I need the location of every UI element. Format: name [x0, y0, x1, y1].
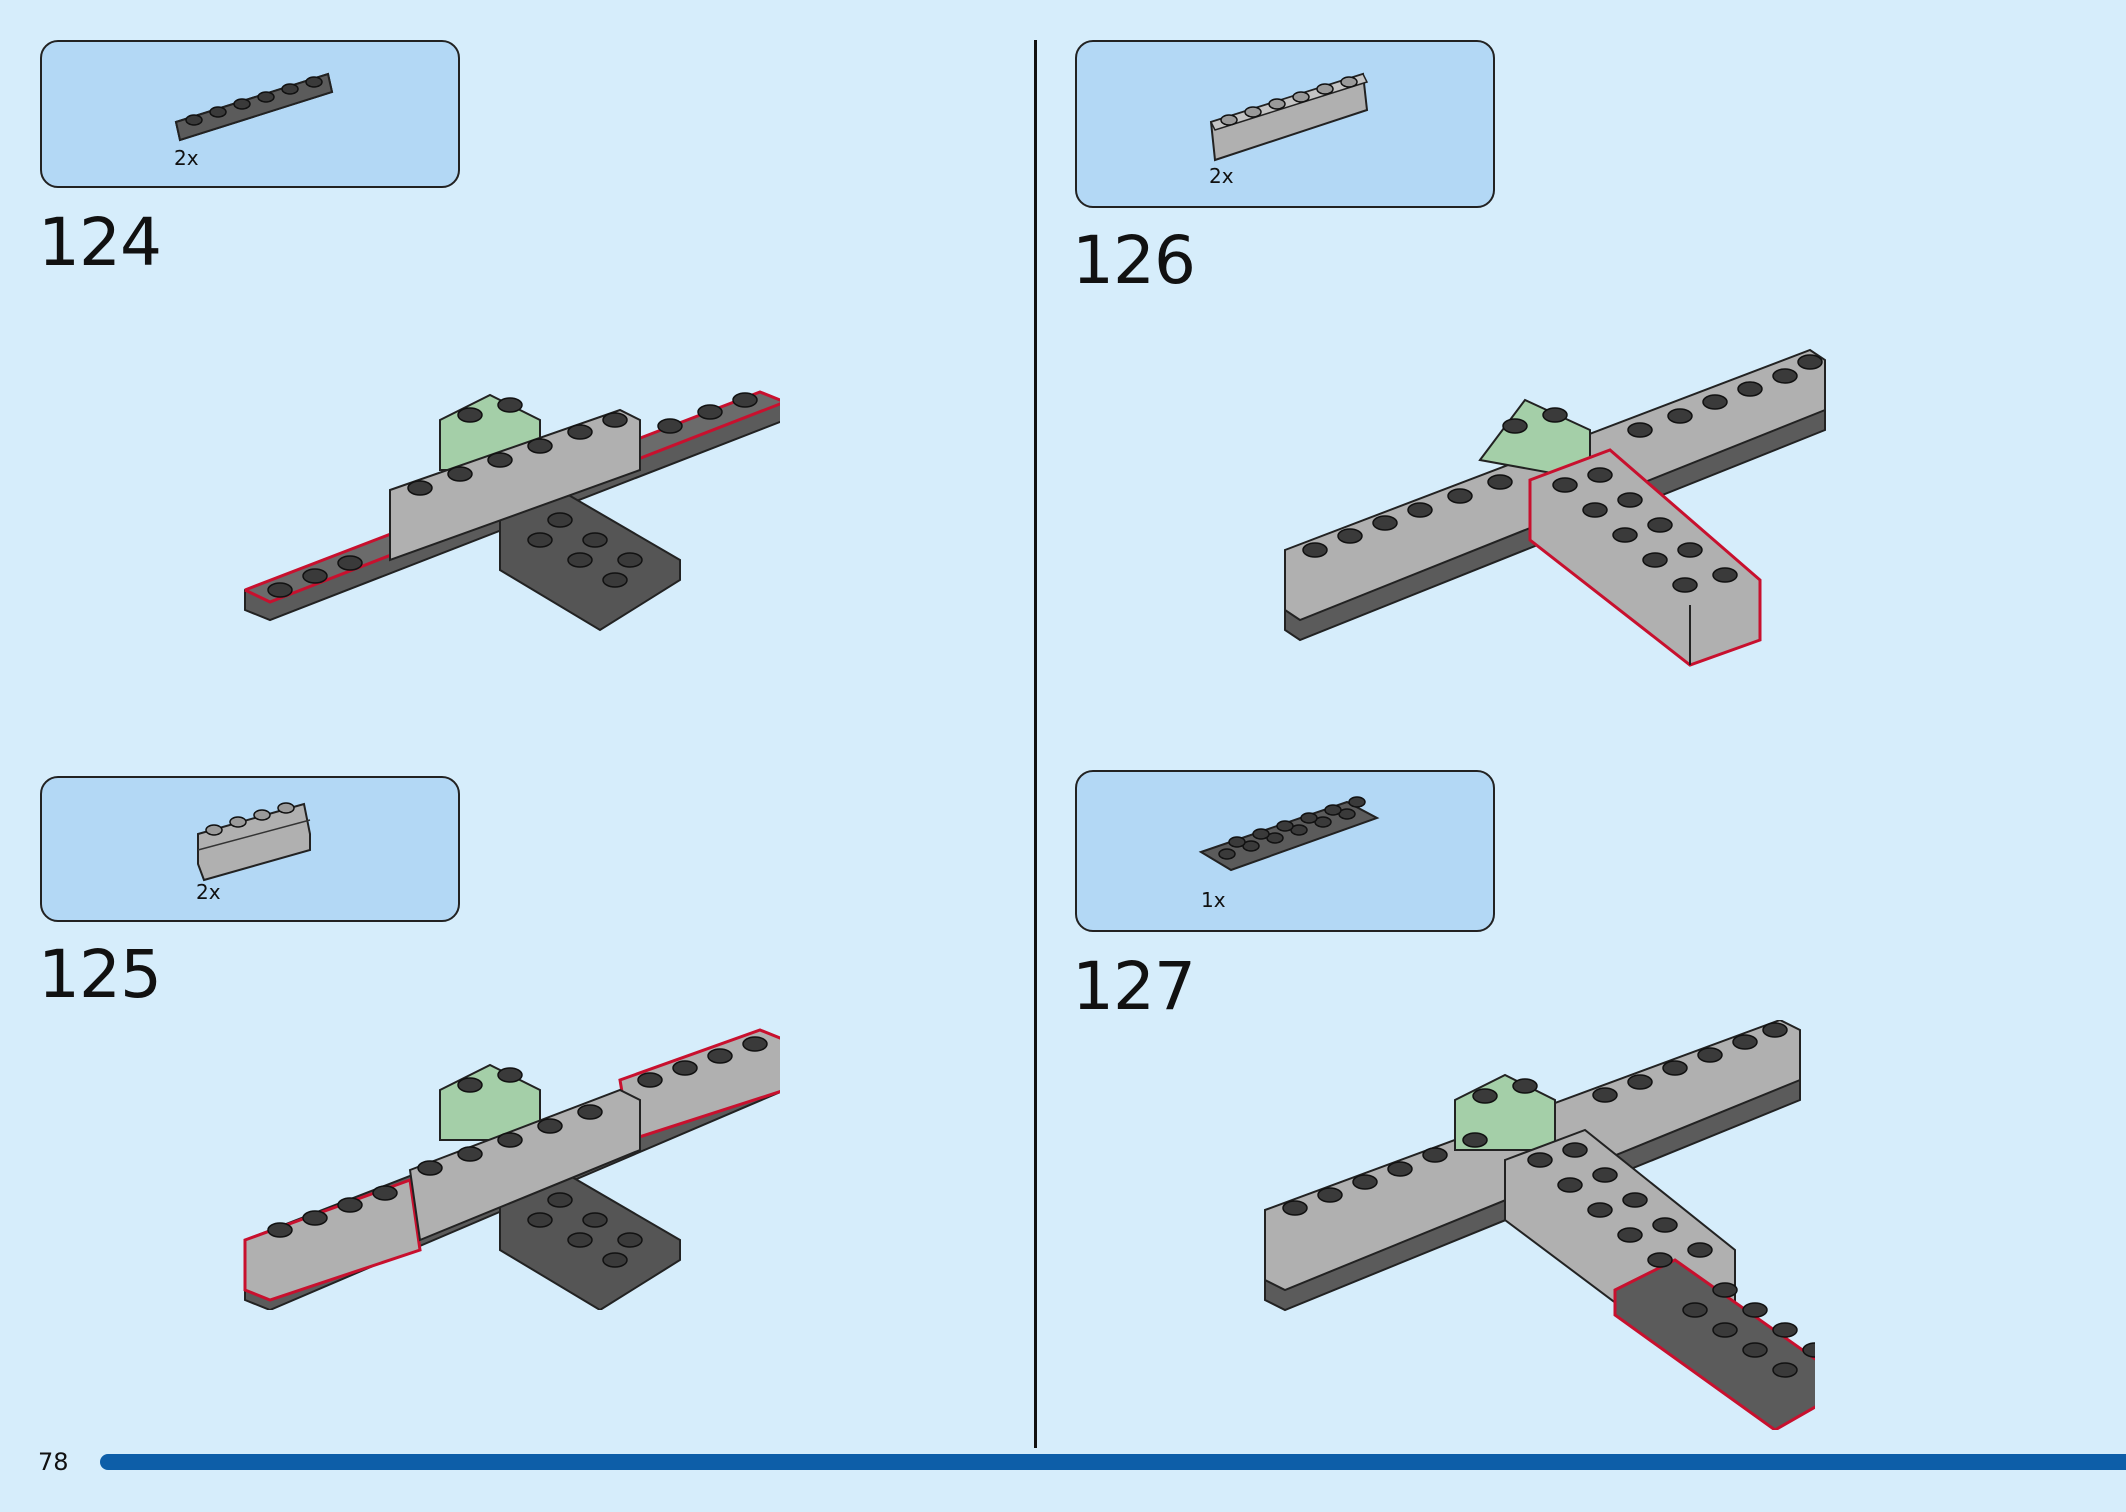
- part-quantity: 2x: [174, 146, 199, 170]
- parts-callout: 2x: [40, 40, 460, 188]
- part-quantity: 2x: [1209, 164, 1234, 188]
- progress-bar: [100, 1454, 2126, 1470]
- light-grey-masonry-brick-1x4-icon: [197, 802, 311, 882]
- column-divider: [1034, 40, 1037, 1448]
- assembly-illustration: [1284, 348, 1826, 667]
- page-number: 78: [38, 1448, 69, 1476]
- light-grey-brick-1x6-icon: [1209, 72, 1369, 162]
- assembly-illustration: [243, 1028, 780, 1310]
- dark-grey-plate-2x6-icon: [1198, 796, 1380, 872]
- part-quantity: 2x: [196, 880, 221, 904]
- step-number: 124: [38, 204, 162, 281]
- step-number: 125: [38, 936, 162, 1013]
- assembly-illustration: [244, 390, 780, 632]
- assembly-illustration: [1264, 1020, 1815, 1430]
- parts-callout: 2x: [1075, 40, 1495, 208]
- parts-callout: 2x: [40, 776, 460, 922]
- step-number: 126: [1072, 222, 1196, 299]
- dark-grey-plate-1x6-icon: [174, 72, 334, 142]
- step-number: 127: [1072, 948, 1196, 1025]
- part-quantity: 1x: [1201, 888, 1226, 912]
- parts-callout: 1x: [1075, 770, 1495, 932]
